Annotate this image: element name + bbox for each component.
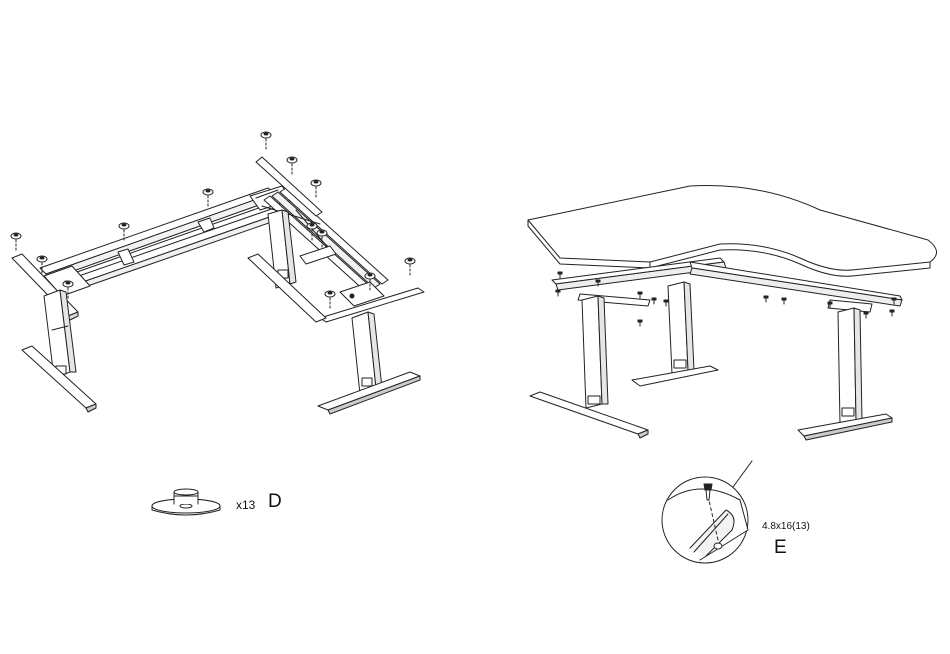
screw-icon	[558, 272, 562, 278]
foot-pad-icon	[11, 233, 21, 250]
foot-pad-icon	[405, 258, 415, 275]
foot-pad-icon	[325, 291, 335, 308]
screw-icon	[782, 298, 786, 304]
screw-icon	[764, 296, 768, 302]
foot-pad-icon	[203, 189, 213, 206]
foot-pad-icon	[261, 132, 271, 149]
l-desk-frame-icon	[11, 132, 424, 414]
part-d-letter: D	[268, 491, 282, 513]
screw-icon	[890, 310, 894, 316]
foot-pad-icon	[311, 180, 321, 197]
part-d-quantity: x13	[236, 498, 255, 512]
screw-detail-icon	[662, 461, 752, 563]
screw-icon	[664, 300, 668, 306]
l-desk-assembled-icon	[528, 186, 937, 441]
screw-icon	[556, 290, 560, 296]
leveling-foot-pad-icon	[152, 489, 220, 515]
screw-icon	[652, 298, 656, 304]
part-e-letter: E	[774, 537, 787, 559]
screw-icon	[638, 292, 642, 298]
screw-icon	[864, 312, 868, 318]
foot-pad-icon	[287, 157, 297, 174]
screw-icon	[638, 320, 642, 326]
part-e-spec: 4.8x16(13)	[762, 521, 810, 532]
